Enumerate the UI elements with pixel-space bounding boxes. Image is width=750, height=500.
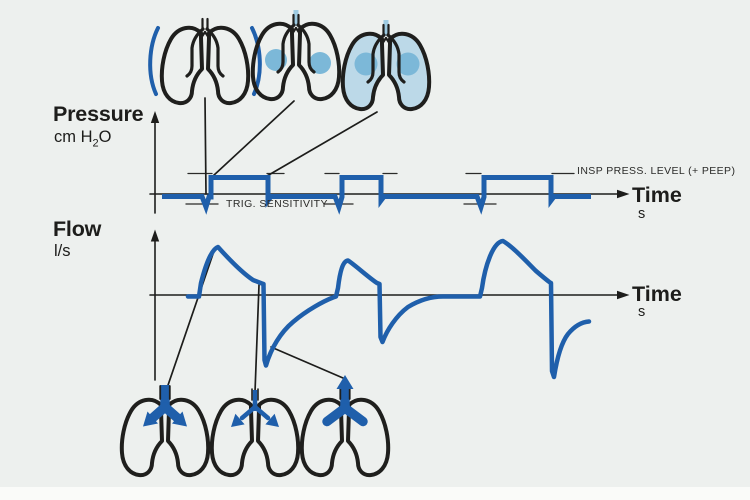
pressure-axis-unit: cm H2O [54, 128, 112, 150]
lung-top-1-bronchus-left [185, 27, 205, 78]
connector-lung3-to-plateau-end [266, 111, 378, 177]
lung-top-2-bronchus-right [296, 23, 316, 74]
flow-waveform [185, 238, 592, 380]
lung-bottom-2-inflow-arm-left [239, 404, 258, 421]
flow-x-axis-arrowhead [617, 290, 630, 300]
connector-flowend-to-lung2 [254, 284, 260, 393]
pressure-time-axis-label: Time [632, 183, 682, 207]
pressure-unit-suffix: O [98, 128, 112, 146]
lung-top-3-carina-left [380, 36, 388, 46]
connector-lung2-to-plateau-start [212, 100, 295, 177]
lung-bottom-1-inflow-arrowhead-left [143, 411, 158, 427]
pressure-time-axis-unit: s [638, 206, 646, 222]
lung-top-1-pleura-arc-left [148, 26, 160, 96]
lung-top-1-carina-right [203, 30, 211, 40]
lung-bottom-3-outflow-arm-right [340, 403, 368, 427]
lung-bottom-3-outflow-arrowhead-up [336, 375, 354, 389]
pressure-waveform [162, 175, 591, 215]
flow-axis-title: Flow [53, 217, 102, 241]
flow-time-axis-unit: s [638, 304, 646, 320]
lung-top-2-air-pocket-right [309, 52, 331, 74]
lung-bottom-2-inflow-arrowhead-right [265, 413, 279, 427]
lung-bottom-2-inflow-arrowhead-left [231, 413, 245, 427]
page-bottom-edge [0, 487, 750, 500]
lung-bottom-2-inflow-arm-right [252, 404, 271, 421]
pressure-y-axis-arrowhead [150, 111, 160, 123]
lung-top-1-right-lobe [206, 25, 251, 106]
connector-lung1-to-trigger [204, 97, 207, 195]
lung-top-2-carina-left [290, 26, 298, 36]
lung-top-3-air-pocket-right [396, 52, 420, 76]
flow-time-axis-label: Time [632, 282, 682, 306]
trigger-sensitivity-annotation: TRIG. SENSITIVITY [226, 198, 328, 210]
lung-bottom-2-left-lobe [209, 397, 254, 478]
lung-top-2-left-lobe [250, 21, 295, 102]
lung-top-3-bronchus-right [386, 33, 406, 84]
lung-top-2-bronchus-left [276, 23, 296, 74]
pressure-unit-subscript: 2 [92, 137, 99, 150]
flow-y-axis-arrowhead [150, 229, 160, 242]
lung-bottom-1-inflow-arm-right [160, 402, 183, 424]
lung-top-2-carina-right [294, 26, 302, 36]
flow-axis-unit: l/s [54, 242, 71, 260]
pressure-x-axis-arrowhead [617, 189, 630, 199]
lung-top-1-carina-left [199, 30, 207, 40]
connector-flowpeak-to-lung1 [165, 250, 215, 392]
lung-bottom-2-right-lobe [256, 397, 301, 478]
lung-top-2-right-lobe [297, 21, 342, 102]
lung-bottom-1-inflow-arrowhead-right [172, 411, 187, 427]
lung-top-3-bronchus-left [366, 33, 386, 84]
lung-top-1-left-lobe [159, 25, 204, 106]
lung-top-1-bronchus-right [205, 27, 225, 78]
pressure-unit-prefix: cm H [54, 128, 93, 146]
lung-top-3-carina-right [384, 36, 392, 46]
connector-expflow-to-lung3 [270, 346, 344, 379]
pressure-axis-title: Pressure [53, 102, 144, 126]
insp-pressure-level-annotation: INSP PRESS. LEVEL (+ PEEP) [577, 165, 736, 177]
